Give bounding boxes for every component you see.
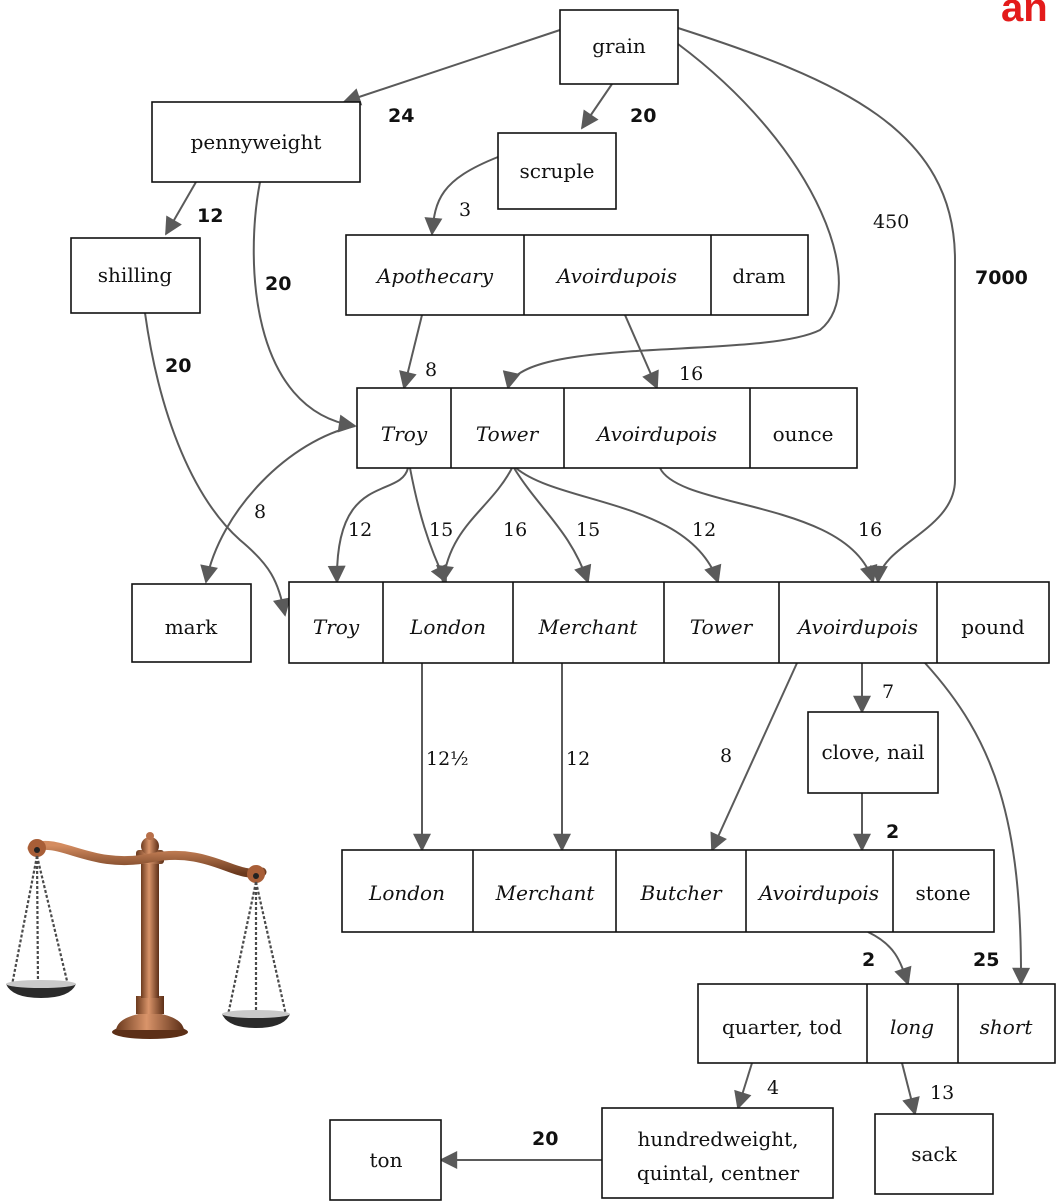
pound-london-cell: London bbox=[409, 615, 486, 639]
label-tower-merchant: 15 bbox=[576, 519, 600, 541]
label-grain-ounce-tower: 450 bbox=[873, 211, 909, 233]
label-grain-pennyweight: 24 bbox=[388, 105, 414, 127]
edges bbox=[144, 27, 1031, 1169]
node-scruple-label: scruple bbox=[520, 159, 595, 183]
pound-merchant-cell: Merchant bbox=[538, 615, 639, 639]
label-london-stone: 12½ bbox=[426, 748, 469, 770]
node-hundredweight-label-1: hundredweight, bbox=[637, 1127, 798, 1151]
stone-avoirdupois-cell: Avoirdupois bbox=[757, 881, 879, 905]
edge-dram-apothecary-ounce bbox=[399, 314, 423, 390]
label-tower-london: 16 bbox=[503, 519, 527, 541]
ounce-tower-cell: Tower bbox=[476, 422, 540, 446]
node-dram: Apothecary Avoirdupois dram bbox=[345, 234, 809, 316]
node-pound: Troy London Merchant Tower Avoirdupois p… bbox=[288, 581, 1050, 664]
edge-ounce-avoirdupois-pound-avoirdupois bbox=[659, 467, 878, 584]
ounce-cell: ounce bbox=[773, 422, 834, 446]
label-dram-avoirdupois-ounce: 16 bbox=[679, 363, 703, 385]
edge-stone-quarter bbox=[867, 931, 912, 986]
label-scruple-dram: 3 bbox=[459, 199, 471, 221]
label-long-sack: 13 bbox=[930, 1082, 954, 1104]
node-scruple: scruple bbox=[497, 132, 617, 210]
node-ton: ton bbox=[329, 1119, 442, 1201]
pound-cell: pound bbox=[961, 615, 1025, 639]
label-pound-clove: 7 bbox=[882, 681, 894, 703]
ounce-avoirdupois-cell: Avoirdupois bbox=[595, 422, 717, 446]
label-merchant-stone: 12 bbox=[566, 748, 590, 770]
label-pennyweight-shilling: 12 bbox=[197, 205, 223, 227]
node-ounce: Troy Tower Avoirdupois ounce bbox=[356, 387, 858, 469]
edge-ounce-tower-pound-tower bbox=[515, 467, 722, 584]
scales-icon bbox=[6, 832, 290, 1039]
label-shilling-pound-troy: 20 bbox=[165, 355, 191, 377]
edge-quarter-hundredweight bbox=[734, 1062, 753, 1110]
edge-dram-avoirdupois-ounce bbox=[624, 314, 659, 390]
quarter-cell: quarter, tod bbox=[722, 1015, 842, 1039]
pound-avoirdupois-cell: Avoirdupois bbox=[796, 615, 918, 639]
node-quarter: quarter, tod long short bbox=[697, 983, 1056, 1064]
node-hundredweight-label-2: quintal, centner bbox=[637, 1161, 800, 1185]
label-quarter-hundredweight: 4 bbox=[767, 1077, 779, 1099]
label-stone-quarter: 2 bbox=[862, 949, 875, 971]
node-hundredweight: hundredweight, quintal, centner bbox=[601, 1107, 834, 1199]
node-pennyweight-label: pennyweight bbox=[191, 130, 322, 154]
label-troy-london: 15 bbox=[429, 519, 453, 541]
label-mark-ounce: 8 bbox=[254, 501, 266, 523]
edge-grain-ounce-tower bbox=[502, 43, 840, 390]
node-pennyweight: pennyweight bbox=[151, 101, 361, 183]
node-sack: sack bbox=[874, 1113, 994, 1195]
edge-pennyweight-ounce-troy bbox=[252, 181, 357, 433]
stone-cell: stone bbox=[915, 881, 970, 905]
edge-scruple-dram bbox=[424, 156, 499, 236]
corner-title-fragment: an bbox=[1001, 0, 1048, 30]
label-pennyweight-ounce-troy: 20 bbox=[265, 273, 291, 295]
edge-pound-short bbox=[924, 662, 1031, 986]
ounce-troy-cell: Troy bbox=[381, 422, 428, 446]
pound-tower-cell: Tower bbox=[690, 615, 754, 639]
node-shilling-label: shilling bbox=[98, 263, 173, 287]
label-dram-apothecary-ounce: 8 bbox=[425, 359, 437, 381]
quarter-long-cell: long bbox=[890, 1015, 934, 1039]
edge-grain-pound-avoirdupois bbox=[677, 27, 956, 584]
stone-butcher-cell: Butcher bbox=[639, 881, 723, 905]
node-stone: London Merchant Butcher Avoirdupois ston… bbox=[341, 849, 995, 933]
label-grain-scruple: 20 bbox=[630, 105, 656, 127]
dram-avoirdupois-cell: Avoirdupois bbox=[555, 264, 677, 288]
pound-troy-cell: Troy bbox=[313, 615, 360, 639]
node-grain: grain bbox=[559, 9, 679, 85]
dram-cell: dram bbox=[732, 264, 785, 288]
label-hundredweight-ton: 20 bbox=[532, 1128, 558, 1150]
stone-merchant-cell: Merchant bbox=[495, 881, 596, 905]
label-troy-troy: 12 bbox=[348, 519, 372, 541]
node-grain-label: grain bbox=[592, 34, 646, 58]
edge-shilling-pound-troy bbox=[144, 312, 291, 617]
label-grain-pound-avoirdupois: 7000 bbox=[975, 267, 1028, 289]
node-sack-label: sack bbox=[911, 1142, 957, 1166]
stone-london-cell: London bbox=[368, 881, 445, 905]
edge-ounce-tower-pound-merchant bbox=[513, 467, 592, 584]
edge-grain-pennyweight bbox=[342, 29, 561, 106]
quarter-short-cell: short bbox=[980, 1015, 1034, 1039]
node-clove-label: clove, nail bbox=[821, 740, 924, 764]
edge-grain-scruple bbox=[580, 83, 613, 130]
label-clove-stone: 2 bbox=[886, 821, 899, 843]
edge-ounce-troy-mark bbox=[200, 425, 356, 584]
node-mark: mark bbox=[131, 583, 252, 663]
edge-pound-avoirdupois-butcher bbox=[710, 662, 798, 852]
node-clove: clove, nail bbox=[807, 711, 939, 794]
node-ton-label: ton bbox=[370, 1148, 403, 1172]
edge-ounce-troy-pound-troy bbox=[327, 467, 409, 584]
node-mark-label: mark bbox=[165, 615, 218, 639]
label-pound-short: 25 bbox=[973, 949, 999, 971]
edge-pennyweight-shilling bbox=[165, 181, 197, 236]
label-avoir-avoir: 16 bbox=[858, 519, 882, 541]
node-shilling: shilling bbox=[70, 237, 201, 314]
label-avoir-butcher: 8 bbox=[720, 745, 732, 767]
edge-long-sack bbox=[901, 1062, 920, 1116]
edge-ounce-tower-pound-london bbox=[436, 467, 513, 584]
label-tower-tower: 12 bbox=[692, 519, 716, 541]
dram-apothecary-cell: Apothecary bbox=[375, 264, 494, 288]
edge-labels: 24 20 450 7000 12 20 20 3 8 16 8 12 15 1… bbox=[165, 105, 1028, 1150]
